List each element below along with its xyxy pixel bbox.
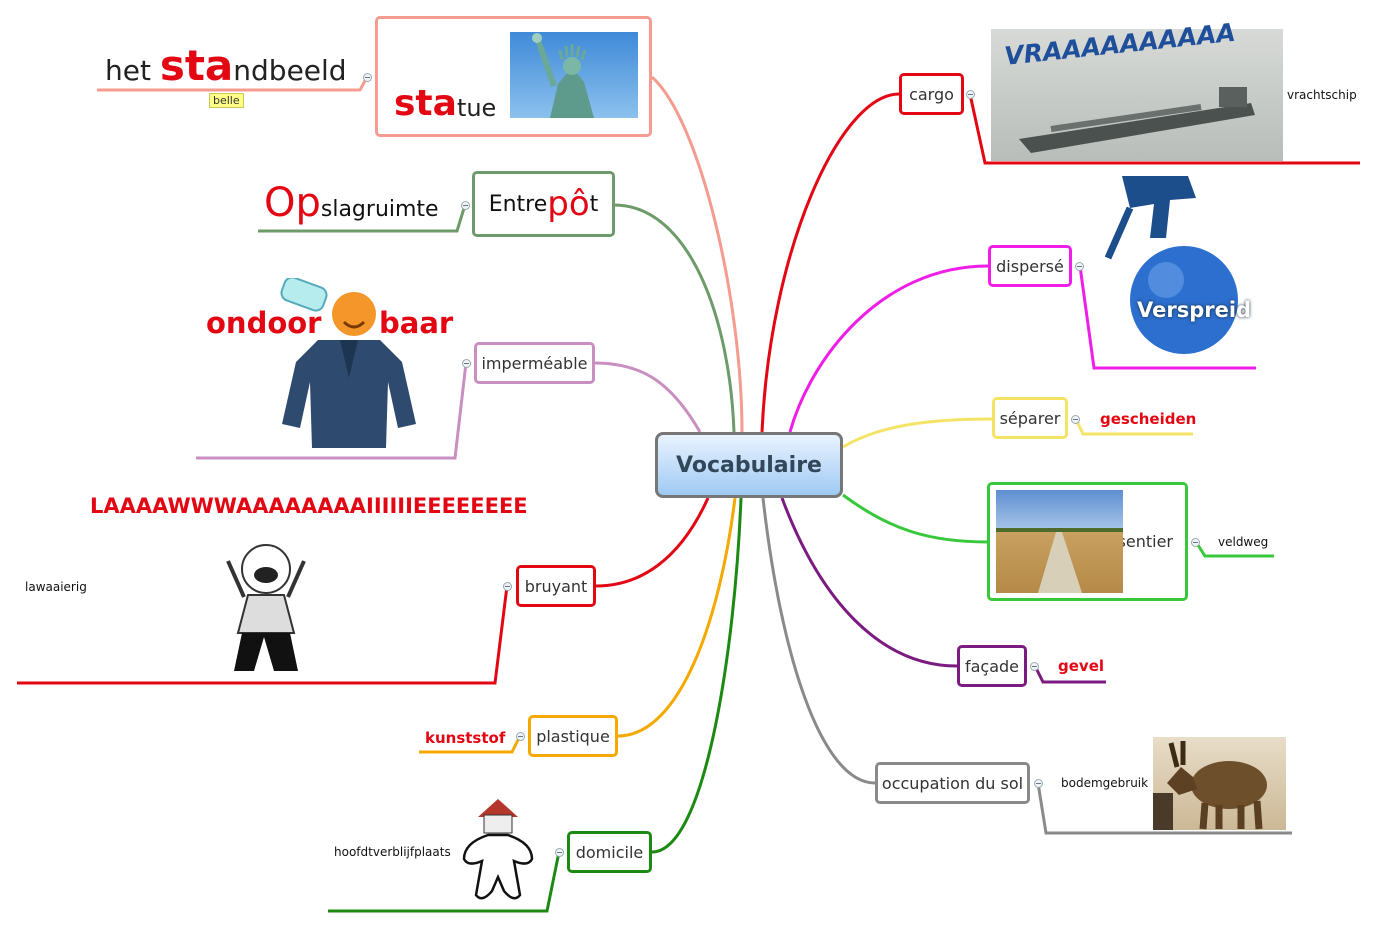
separer-translation: gescheiden <box>1100 410 1197 428</box>
bruyant-label: bruyant <box>524 576 588 596</box>
impermeable-caption-b: baar <box>379 306 454 340</box>
topic-bruyant[interactable]: bruyant <box>516 565 596 607</box>
facade-label: façade <box>964 656 1020 676</box>
entrepot-label-em: pô <box>547 184 590 224</box>
cargo-translation: vrachtschip <box>1287 88 1357 102</box>
plastique-translation: kunststof <box>425 729 506 747</box>
branch-statue <box>650 75 744 433</box>
underline-bruyant <box>17 585 509 685</box>
separer-label: séparer <box>999 408 1061 428</box>
occupation-translation: bodemgebruik <box>1061 776 1149 790</box>
collapse-occupation[interactable] <box>1034 779 1043 788</box>
central-topic[interactable]: Vocabulaire <box>655 432 843 498</box>
house-figure-image <box>458 795 538 907</box>
collapse-facade[interactable] <box>1030 662 1039 671</box>
domicile-translation: hoofdtverblijfplaats <box>334 845 451 859</box>
statue-label-rest: tue <box>456 94 497 122</box>
bruyant-caption: LAAAAWWWAAAAAAAAIIIIIIEEEEEEEE <box>90 494 528 518</box>
donkey-icon <box>1153 741 1267 830</box>
topic-domicile[interactable]: domicile <box>567 831 652 873</box>
underline-sentier <box>1194 541 1274 558</box>
collapse-impermeable[interactable] <box>462 359 471 368</box>
raincoat-image <box>270 278 430 454</box>
topic-cargo[interactable]: cargo <box>899 73 964 115</box>
statue-of-liberty-image <box>510 32 638 118</box>
statue-word-em: sta <box>159 41 234 90</box>
topic-plastique[interactable]: plastique <box>528 715 618 757</box>
cargo-ship-image <box>991 29 1283 161</box>
topic-disperse[interactable]: dispersé <box>988 245 1072 287</box>
underline-entrepot <box>258 204 467 233</box>
underline-impermeable <box>196 362 468 460</box>
entrepot-label-c: t <box>589 191 599 217</box>
underline-separer <box>1074 418 1193 436</box>
topic-facade[interactable]: façade <box>957 645 1027 687</box>
branch-domicile <box>651 497 743 854</box>
occupation-label: occupation du sol <box>881 773 1024 793</box>
underline-occupation <box>1036 782 1292 835</box>
impermeable-caption-a: ondoor <box>206 306 322 340</box>
branch-facade <box>780 497 958 668</box>
sentier-translation: veldweg <box>1218 535 1269 549</box>
statue-word-prefix: het <box>105 54 160 87</box>
field-path-icon <box>996 528 1123 593</box>
disperse-caption: Verspreid <box>1137 298 1252 322</box>
branch-disperse <box>788 264 989 433</box>
entrepot-translation: Opslagruimte <box>264 178 439 235</box>
topic-impermeable[interactable]: imperméable <box>474 342 595 384</box>
topic-occupation[interactable]: occupation du sol <box>875 762 1030 804</box>
screaming-kid-image <box>208 525 332 677</box>
entrepot-word-rest: slagruimte <box>320 197 439 222</box>
plastique-label: plastique <box>536 726 610 746</box>
statue-note: belle <box>209 93 244 108</box>
house-figure-icon <box>462 799 534 900</box>
collapse-statue[interactable] <box>363 73 372 82</box>
cargo-label: cargo <box>909 84 954 104</box>
sentier-label: sentier <box>1117 532 1173 551</box>
underline-plastique <box>419 735 522 754</box>
branch-bruyant <box>595 497 710 588</box>
branch-occupation <box>761 497 876 785</box>
field-path-image <box>996 490 1123 593</box>
collapse-separer[interactable] <box>1071 415 1080 424</box>
raincoat-icon <box>280 278 416 448</box>
collapse-plastique[interactable] <box>516 732 525 741</box>
underline-domicile <box>328 851 561 913</box>
cargo-ship-icon <box>1019 87 1255 153</box>
statue-label-em: sta <box>394 83 457 124</box>
collapse-sentier[interactable] <box>1191 538 1200 547</box>
collapse-domicile[interactable] <box>555 848 564 857</box>
bruyant-translation: lawaaierig <box>25 580 87 594</box>
branch-impermeable <box>593 361 702 433</box>
branch-entrepot <box>613 203 736 433</box>
collapse-entrepot[interactable] <box>461 201 470 210</box>
spray-bottle-image <box>1100 168 1250 363</box>
branch-plastique <box>617 497 737 738</box>
domicile-label: domicile <box>575 842 644 862</box>
disperse-label: dispersé <box>996 256 1064 276</box>
donkey-image <box>1153 737 1286 830</box>
topic-separer[interactable]: séparer <box>992 397 1068 439</box>
facade-translation: gevel <box>1058 657 1105 675</box>
branch-sentier <box>842 493 989 544</box>
statue-translation: het standbeeld <box>105 44 347 93</box>
collapse-cargo[interactable] <box>966 90 975 99</box>
collapse-disperse[interactable] <box>1075 262 1084 271</box>
branch-cargo <box>760 92 900 433</box>
screaming-kid-icon <box>226 544 306 671</box>
statue-word-rest: ndbeeld <box>233 54 347 87</box>
entrepot-label-a: Entre <box>488 191 548 217</box>
collapse-bruyant[interactable] <box>503 582 512 591</box>
underline-cargo <box>968 93 1360 165</box>
entrepot-word-em: Op <box>264 180 321 226</box>
branch-separer <box>842 417 993 449</box>
spray-bottle-icon <box>1104 176 1238 354</box>
underline-facade <box>1033 665 1106 684</box>
statue-of-liberty-icon <box>532 33 594 118</box>
underline-disperse <box>1078 265 1256 370</box>
impermeable-label: imperméable <box>481 353 588 373</box>
